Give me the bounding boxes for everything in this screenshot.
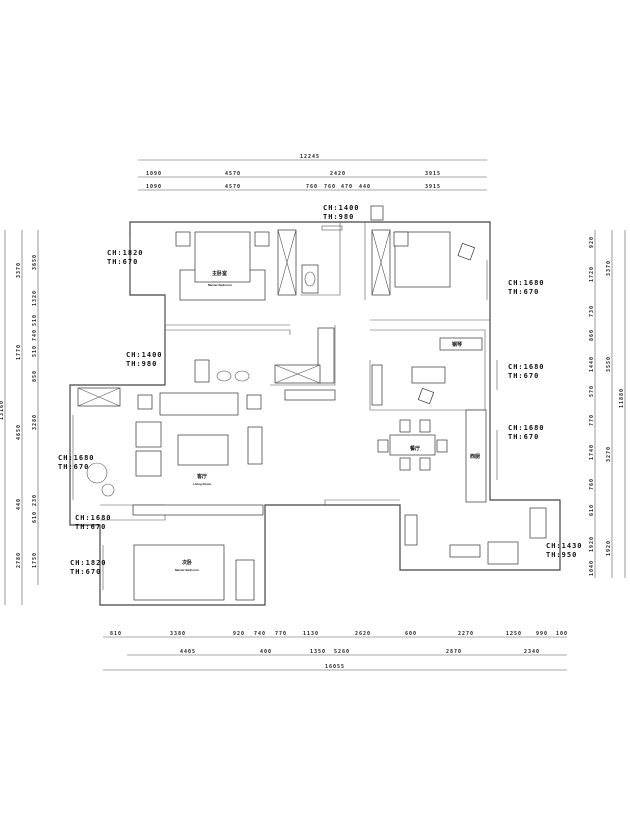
dim-top: 1090 bbox=[146, 184, 162, 190]
dim-bottom: 740 bbox=[254, 631, 266, 637]
dim-bottom: 3380 bbox=[170, 631, 186, 637]
dim-bottom: 990 bbox=[536, 631, 548, 637]
dim-bottom: 810 bbox=[110, 631, 122, 637]
right-dimensions: 920 1720 730 860 1440 570 770 1740 760 6… bbox=[589, 236, 625, 576]
dim-bottom: 2270 bbox=[458, 631, 474, 637]
svg-text:920: 920 bbox=[589, 236, 595, 248]
svg-text:2780: 2780 bbox=[16, 552, 22, 568]
dim-bottom: 1130 bbox=[303, 631, 319, 637]
svg-text:1920: 1920 bbox=[589, 536, 595, 552]
svg-text:3280: 3280 bbox=[32, 414, 38, 430]
dim-bottom: 920 bbox=[233, 631, 245, 637]
svg-text:3370: 3370 bbox=[16, 262, 22, 278]
svg-text:TH:670: TH:670 bbox=[70, 568, 101, 576]
svg-text:610: 610 bbox=[32, 511, 38, 523]
dim-bottom: 1350 bbox=[310, 649, 326, 655]
svg-text:TH:670: TH:670 bbox=[508, 288, 539, 296]
dim-top: 760 bbox=[306, 184, 318, 190]
dimension-lines bbox=[4, 159, 626, 671]
svg-text:TH:670: TH:670 bbox=[58, 463, 89, 471]
svg-text:TH:670: TH:670 bbox=[75, 523, 106, 531]
dim-top-total: 12245 bbox=[300, 154, 320, 160]
dim-top: 1090 bbox=[146, 171, 162, 177]
dim-bottom-total: 16055 bbox=[325, 664, 345, 670]
svg-text:TH:670: TH:670 bbox=[508, 433, 539, 441]
left-dimensions: 3650 1320 510 740 510 850 3280 230 610 1… bbox=[0, 254, 38, 568]
room-label-living: 客厅 bbox=[196, 473, 207, 480]
svg-text:CH:1400: CH:1400 bbox=[126, 351, 163, 359]
svg-text:1740: 1740 bbox=[589, 444, 595, 460]
svg-text:510: 510 bbox=[32, 314, 38, 326]
svg-text:1320: 1320 bbox=[32, 290, 38, 306]
svg-text:CH:1680: CH:1680 bbox=[508, 279, 545, 287]
room-label-dining: 餐厅 bbox=[409, 445, 420, 452]
svg-text:3270: 3270 bbox=[606, 446, 612, 462]
svg-text:CH:1680: CH:1680 bbox=[75, 514, 112, 522]
svg-text:CH:1680: CH:1680 bbox=[508, 424, 545, 432]
svg-text:440: 440 bbox=[16, 498, 22, 510]
dim-bottom: 2340 bbox=[524, 649, 540, 655]
svg-text:CH:1680: CH:1680 bbox=[58, 454, 95, 462]
dim-top: 760 bbox=[324, 184, 336, 190]
svg-text:770: 770 bbox=[589, 414, 595, 426]
room-label-kitchen: 西厨 bbox=[470, 453, 480, 460]
svg-text:TH:670: TH:670 bbox=[107, 258, 138, 266]
dim-bottom: 2870 bbox=[446, 649, 462, 655]
dim-bottom: 4405 bbox=[180, 649, 196, 655]
dim-bottom: 100 bbox=[556, 631, 568, 637]
room-label-piano: 钢琴 bbox=[452, 341, 462, 348]
svg-text:510: 510 bbox=[32, 345, 38, 357]
svg-text:TH:670: TH:670 bbox=[508, 372, 539, 380]
dim-top: 440 bbox=[359, 184, 371, 190]
dim-top: 3915 bbox=[425, 171, 441, 177]
svg-text:570: 570 bbox=[589, 385, 595, 397]
svg-text:3550: 3550 bbox=[606, 356, 612, 372]
dim-top: 470 bbox=[341, 184, 353, 190]
room-label-master-bedroom-en: Master Bedroom bbox=[208, 283, 232, 287]
svg-text:CH:1820: CH:1820 bbox=[107, 249, 144, 257]
dim-bottom: 600 bbox=[405, 631, 417, 637]
room-label-second-bedroom-en: Master Bedroom bbox=[175, 568, 199, 572]
dim-top: 2420 bbox=[330, 171, 346, 177]
dim-bottom: 400 bbox=[260, 649, 272, 655]
svg-text:760: 760 bbox=[589, 478, 595, 490]
furniture bbox=[77, 205, 547, 601]
svg-text:CH:1820: CH:1820 bbox=[70, 559, 107, 567]
svg-text:730: 730 bbox=[589, 305, 595, 317]
svg-text:TH:980: TH:980 bbox=[126, 360, 157, 368]
svg-text:3650: 3650 bbox=[32, 254, 38, 270]
dim-top: 4570 bbox=[225, 184, 241, 190]
svg-text:1040: 1040 bbox=[589, 560, 595, 576]
room-label-master-bedroom: 主卧室 bbox=[212, 270, 227, 277]
room-label-second-bedroom: 次卧 bbox=[182, 559, 192, 566]
dim-bottom: 5260 bbox=[334, 649, 350, 655]
svg-text:610: 610 bbox=[589, 504, 595, 516]
dim-top: 3915 bbox=[425, 184, 441, 190]
svg-text:4650: 4650 bbox=[16, 424, 22, 440]
svg-text:13160: 13160 bbox=[0, 400, 5, 420]
dim-top: 4570 bbox=[225, 171, 241, 177]
svg-text:860: 860 bbox=[589, 329, 595, 341]
svg-text:1770: 1770 bbox=[16, 344, 22, 360]
svg-text:850: 850 bbox=[32, 370, 38, 382]
svg-text:1720: 1720 bbox=[589, 266, 595, 282]
svg-text:230: 230 bbox=[32, 494, 38, 506]
svg-text:CH:1400: CH:1400 bbox=[323, 204, 360, 212]
svg-text:11880: 11880 bbox=[619, 388, 625, 408]
window-notes: CH:1820 TH:670 CH:1400 TH:980 CH:1400 TH… bbox=[58, 204, 583, 576]
svg-text:1440: 1440 bbox=[589, 356, 595, 372]
room-label-living-en: Living Room bbox=[193, 482, 211, 486]
dim-bottom: 1250 bbox=[506, 631, 522, 637]
svg-text:1920: 1920 bbox=[606, 540, 612, 556]
svg-text:CH:1680: CH:1680 bbox=[508, 363, 545, 371]
svg-text:1750: 1750 bbox=[32, 552, 38, 568]
svg-text:TH:980: TH:980 bbox=[323, 213, 354, 221]
svg-text:3370: 3370 bbox=[606, 260, 612, 276]
dim-bottom: 770 bbox=[275, 631, 287, 637]
svg-text:TH:950: TH:950 bbox=[546, 551, 577, 559]
svg-text:740: 740 bbox=[32, 329, 38, 341]
dim-bottom: 2620 bbox=[355, 631, 371, 637]
svg-text:CH:1430: CH:1430 bbox=[546, 542, 583, 550]
